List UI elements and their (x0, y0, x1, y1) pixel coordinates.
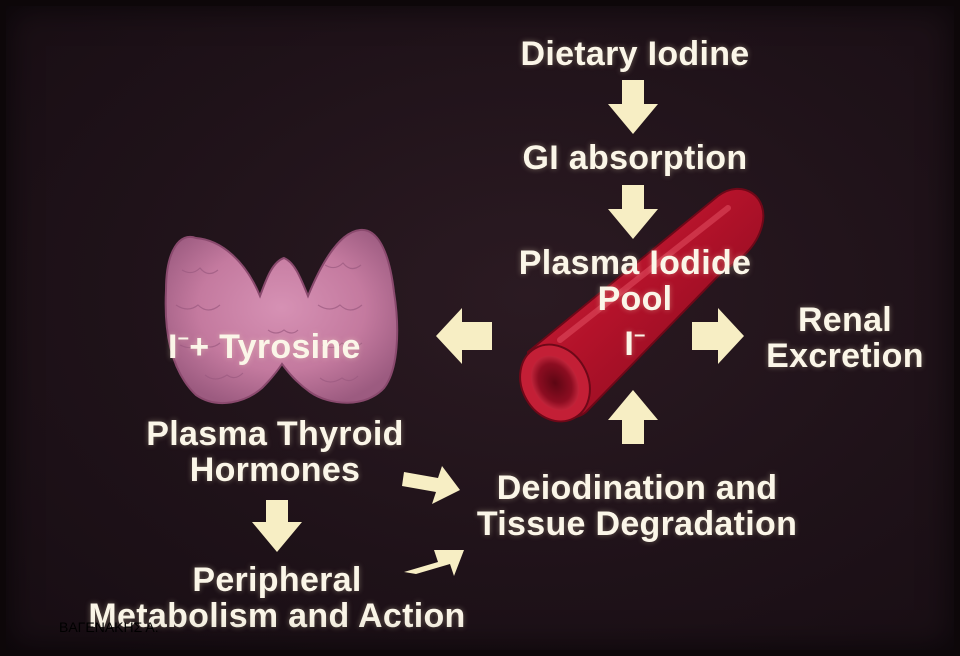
arrow-down-icon (252, 500, 302, 552)
arrow-down-icon (608, 80, 658, 134)
plasma-iodide-line: Plasma Iodide (518, 244, 752, 282)
dietary-iodine-label: Dietary Iodine (520, 35, 750, 73)
hormones-line: Hormones (189, 451, 361, 489)
arrow-down-icon (608, 185, 658, 239)
peripheral-metabolism-label: Peripheral Metabolism and Action (62, 562, 492, 634)
tissue-degradation-line: Tissue Degradation (476, 505, 798, 543)
plasma-thyroid-line: Plasma Thyroid (146, 415, 404, 453)
excretion-line: Excretion (766, 337, 924, 375)
arrow-left-icon (436, 308, 492, 364)
tyrosine-iodide-charge: – (177, 327, 190, 349)
deiodination-line: Deiodination and (496, 469, 778, 507)
tyrosine-iodide: I (168, 328, 178, 366)
author-credit: ΒΑΓΕΝΑΚΗΣ Α. (59, 619, 159, 635)
iodide-tyrosine-label: I–+ Tyrosine (168, 320, 361, 365)
thyroid-gland-icon (164, 228, 399, 404)
arrow-right-icon (692, 308, 744, 364)
pool-line: Pool (597, 280, 673, 318)
renal-excretion-label: Renal Excretion (760, 302, 930, 374)
tyrosine-text: + Tyrosine (189, 328, 361, 366)
deiodination-label: Deiodination and Tissue Degradation (462, 470, 812, 542)
iodide-symbol: I– (500, 317, 770, 362)
arrow-diagonal-up-icon (404, 550, 464, 576)
blood-vessel-icon (519, 187, 765, 423)
arrow-diagonal-down-icon (402, 466, 460, 504)
metabolism-action-line: Metabolism and Action (88, 597, 466, 635)
peripheral-line: Peripheral (192, 561, 362, 599)
renal-line: Renal (797, 301, 893, 339)
gi-absorption-label: GI absorption (522, 139, 748, 177)
plasma-thyroid-hormones-label: Plasma Thyroid Hormones (120, 416, 430, 488)
arrow-up-icon (608, 390, 658, 444)
iodide-charge: – (634, 324, 646, 346)
iodide-letter: I (624, 325, 635, 363)
plasma-iodide-pool-label: Plasma Iodide Pool I– (500, 245, 770, 362)
